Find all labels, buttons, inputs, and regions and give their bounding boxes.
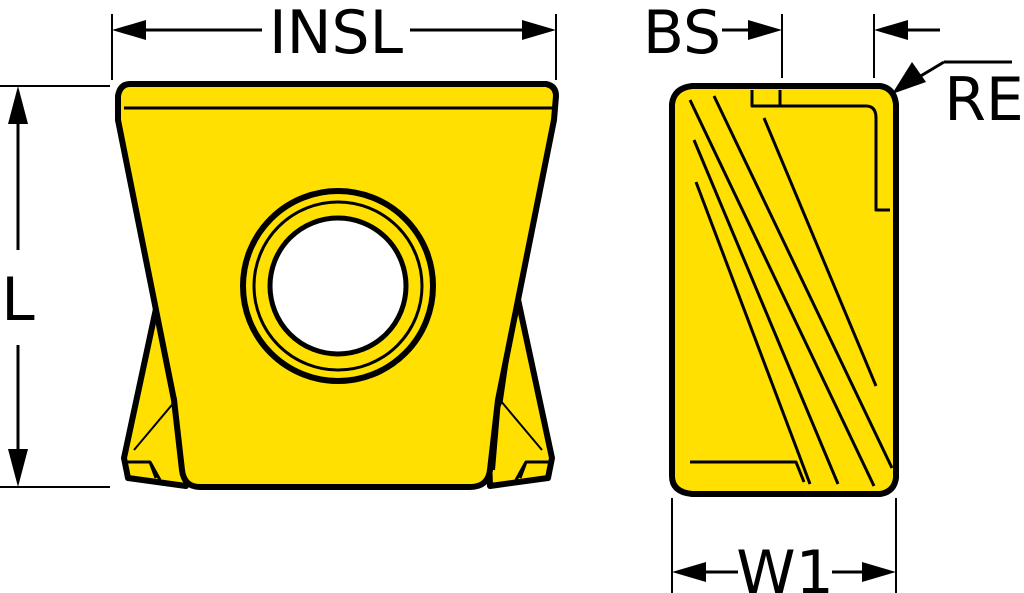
left-flank-edge	[133, 397, 183, 471]
insl-arrowhead-left	[112, 20, 146, 40]
diagonal-edge-1	[688, 99, 876, 487]
mounting-hole-countersink	[252, 200, 424, 372]
insl-arrowhead-right	[522, 20, 556, 40]
w1-arrowhead-right	[862, 562, 896, 582]
insert-side-view	[669, 83, 899, 497]
mounting-hole	[267, 215, 409, 357]
bs-arrowhead-left	[874, 20, 908, 40]
right-corner-facet	[514, 460, 552, 481]
dimension-w1: W1	[671, 498, 897, 593]
side-view-body	[669, 83, 899, 497]
side-inner-rim-bottom	[690, 460, 806, 483]
dimension-re: RE	[892, 60, 1024, 135]
diagonal-edge-5	[694, 181, 812, 485]
dimension-l: L	[0, 85, 110, 488]
diagonal-edge-4	[762, 117, 878, 387]
dimension-insl: INSL	[111, 0, 557, 80]
insl-label: INSL	[269, 0, 404, 68]
left-corner-facet	[124, 460, 162, 481]
w1-arrowhead-left	[672, 562, 706, 582]
diagonal-edge-3	[692, 139, 840, 485]
re-label: RE	[944, 65, 1024, 135]
l-label: L	[1, 265, 35, 335]
side-top-land	[750, 90, 782, 108]
w1-label: W1	[736, 538, 834, 593]
bs-label: BS	[643, 0, 721, 68]
side-inner-rim-top	[780, 104, 890, 212]
re-arrowhead	[892, 62, 926, 94]
dimension-bs: BS	[643, 0, 940, 78]
l-arrowhead-bottom	[8, 449, 28, 487]
l-arrowhead-top	[8, 86, 28, 124]
diagonal-edge-2	[712, 95, 894, 469]
bs-arrowhead-right	[748, 20, 782, 40]
right-flank-edge	[493, 397, 543, 471]
insert-front-view	[115, 81, 559, 490]
